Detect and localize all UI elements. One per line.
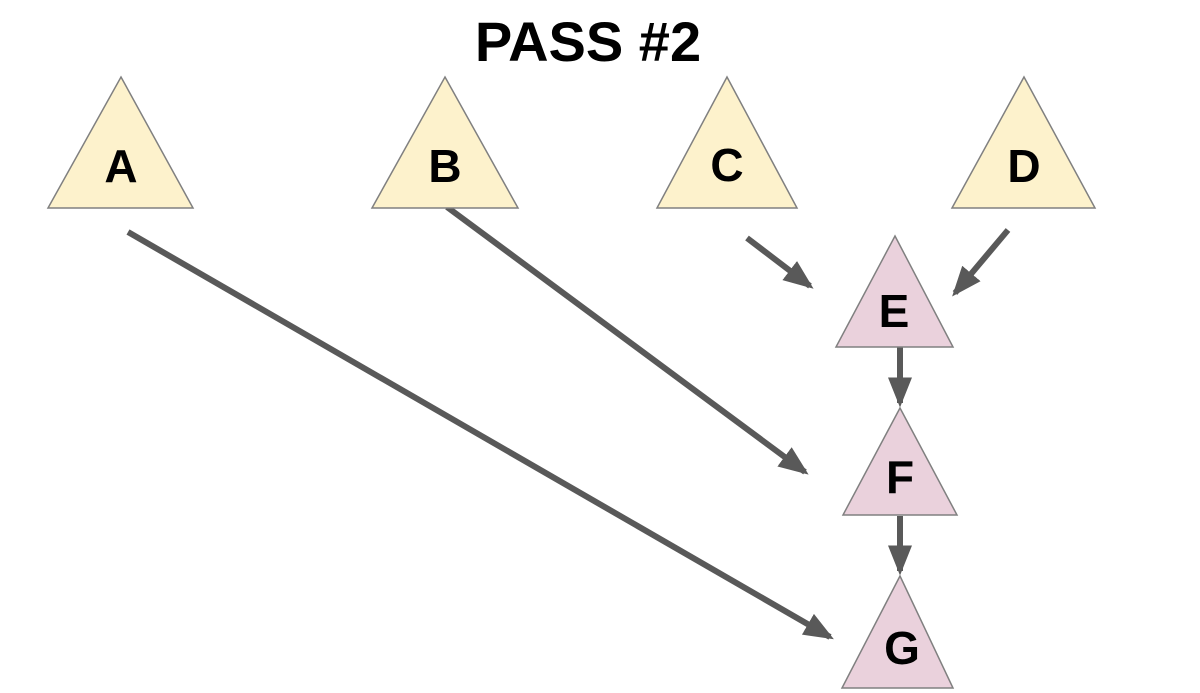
node-c-shape — [655, 75, 799, 209]
edge-d-to-e — [952, 228, 1011, 297]
node-c-label: C — [710, 139, 743, 191]
node-e: E — [834, 234, 955, 348]
node-d-shape — [950, 75, 1097, 209]
node-d: D — [950, 75, 1097, 209]
node-g-shape — [840, 574, 955, 689]
edge-c-to-e — [745, 235, 814, 289]
edge-a-to-g — [126, 229, 834, 640]
node-g: G — [840, 574, 955, 689]
edge-b-to-f — [445, 204, 809, 475]
node-a-shape — [46, 75, 195, 209]
node-b-label: B — [428, 140, 461, 192]
node-f: F — [841, 406, 959, 516]
diagram-title: PASS #2 — [475, 10, 701, 73]
node-b-shape — [370, 75, 520, 209]
node-f-label: F — [886, 451, 914, 503]
edge-group — [126, 204, 1011, 640]
node-g-label: G — [884, 622, 920, 674]
node-a: A — [46, 75, 195, 209]
node-f-shape — [841, 406, 959, 516]
node-a-label: A — [104, 140, 137, 192]
node-c: C — [655, 75, 799, 209]
node-e-label: E — [879, 285, 910, 337]
node-d-label: D — [1007, 140, 1040, 192]
node-e-shape — [834, 234, 955, 348]
node-b: B — [370, 75, 520, 209]
